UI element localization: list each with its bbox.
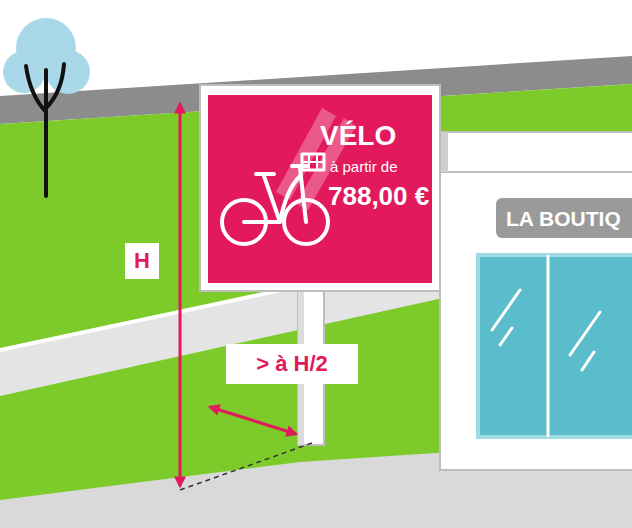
ground-reference-line [180,443,312,490]
tree [3,18,90,196]
bike-wheel [284,200,328,244]
shop-sign: LA BOUTIQ [496,198,632,238]
product-name: VÉLO [320,122,396,150]
height-dimension: H [125,243,159,279]
tree-foliage [46,50,90,94]
price: 788,00 € [328,183,429,209]
billboard-frame [200,85,440,291]
shop-name: LA BOUTIQ [506,208,621,229]
shop-roof-shade [440,132,448,172]
tree-foliage [3,51,45,93]
shop-roof [440,132,632,172]
bike-wheel [222,200,266,244]
bike-seat-handlebar [256,166,308,174]
shop-building [440,132,632,470]
tree-trunk [26,64,64,196]
bike-icon [222,154,328,244]
price-prefix: à partir de [330,159,398,174]
distance-dimension: > à H/2 [226,344,358,384]
shop-wall [440,170,632,470]
billboard-panel: VÉLO à partir de 788,00 € [208,95,432,283]
window-reflection [492,290,600,370]
distance-dimension-arrow [210,407,296,434]
bike-basket [302,154,324,170]
bike-frame [244,168,306,222]
window-divider [547,255,550,437]
speed-stripes [276,108,356,210]
billboard-structure [200,85,440,445]
shop-window [478,255,632,437]
height-dimension-arrow [179,104,182,486]
speed-stripe [276,108,336,200]
basket-grid [302,154,324,170]
speed-stripe [296,118,356,210]
